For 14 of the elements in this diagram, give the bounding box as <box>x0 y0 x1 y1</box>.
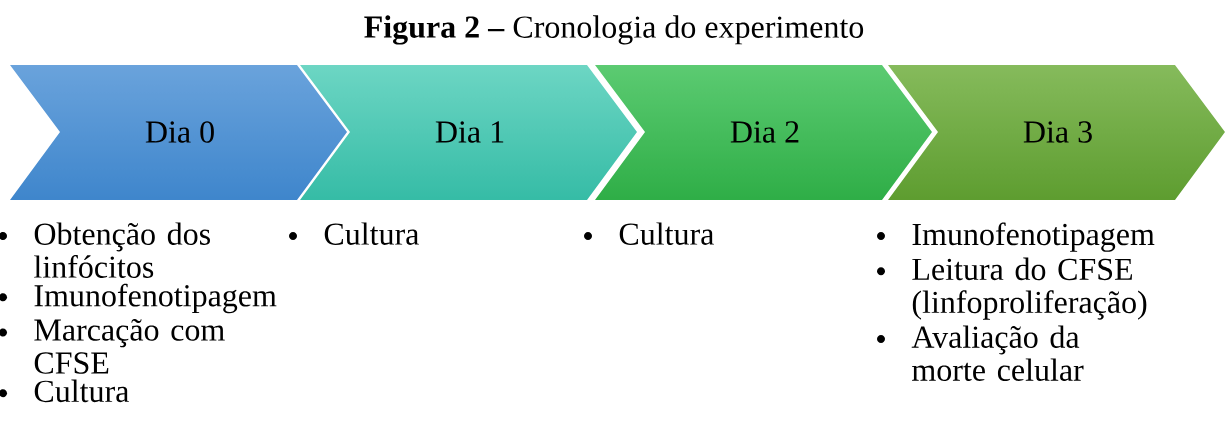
bullet-item: Cultura <box>289 222 419 245</box>
bullet-item: Marcação com CFSE <box>0 318 225 374</box>
bullet-item: Cultura <box>584 222 714 245</box>
chevron: Dia 3 <box>1023 121 1092 143</box>
bullet-item: Imunofenotipagem <box>877 222 1155 252</box>
chevron: Dia 0 <box>145 121 214 143</box>
bullet-item: Leitura do CFSE (linfoproliferação) <box>877 257 1147 320</box>
bullet-item: Imunofenotipagem <box>0 283 277 314</box>
chevron: Dia 1 <box>435 121 504 143</box>
bullet-item: Obtenção dos linfócitos <box>0 222 210 278</box>
bullet-item: Cultura <box>0 379 129 403</box>
bullet-item: Avaliação da morte celular <box>877 325 1084 381</box>
chevron: Dia 2 <box>730 121 799 143</box>
figure-title: Figura 2 – Cronologia do experimento <box>364 15 864 45</box>
